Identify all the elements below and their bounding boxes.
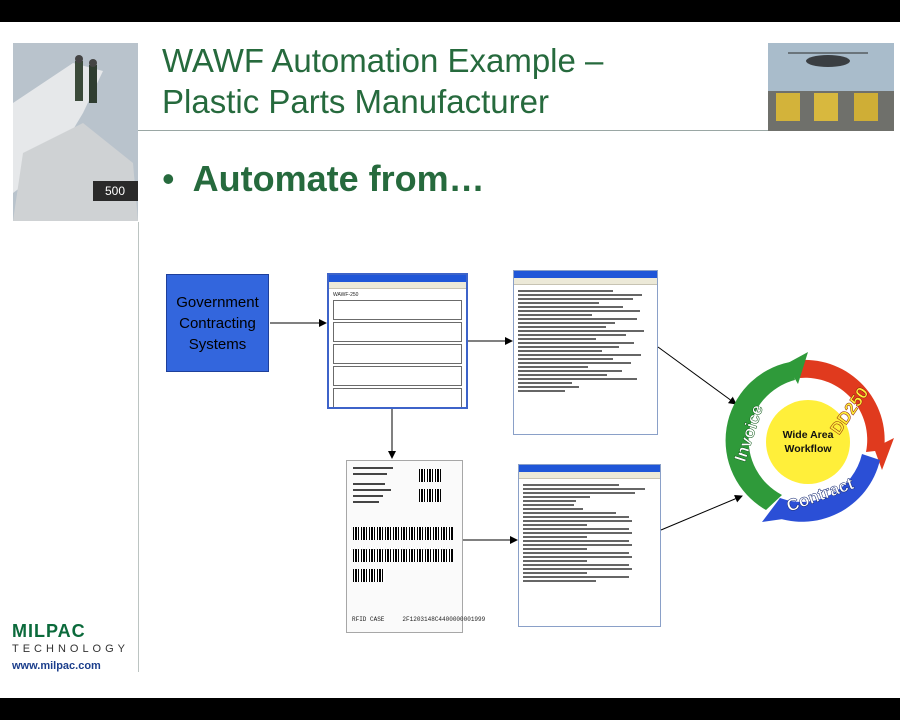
barcode-1 xyxy=(353,527,453,540)
bullet-point: • Automate from… xyxy=(162,158,485,200)
bottom-letterbox-bar xyxy=(0,698,900,720)
barcode-3 xyxy=(353,569,385,582)
edi-notepad-thumbnail-2 xyxy=(518,464,661,627)
cycle-center-line-2: Workflow xyxy=(784,443,832,455)
form-title: WAWF-250 xyxy=(333,292,359,298)
shipping-label-thumbnail xyxy=(346,460,463,633)
barcode-2 xyxy=(353,549,453,562)
aircraft-carrier-photo: 500 xyxy=(13,43,138,221)
barcode-small-1 xyxy=(419,469,441,482)
slide-title: WAWF Automation Example – Plastic Parts … xyxy=(162,40,762,122)
rfid-caption: RFID CASE xyxy=(352,616,385,623)
arrow-notepad2-to-cycle xyxy=(660,495,743,531)
left-divider xyxy=(138,222,139,672)
helicopter-forklift-photo xyxy=(768,43,894,131)
invoice-arc xyxy=(725,362,795,510)
top-letterbox-bar xyxy=(0,0,900,22)
arrow-notepad1-to-cycle xyxy=(657,346,737,405)
edi-notepad-thumbnail-1 xyxy=(513,270,658,435)
cycle-center-line-1: Wide Area xyxy=(783,429,834,441)
logo-tagline: TECHNOLOGY xyxy=(12,643,130,655)
bullet-text: Automate from… xyxy=(192,158,485,199)
bullet-icon: • xyxy=(162,158,175,199)
title-divider xyxy=(138,130,768,131)
logo-brand: MILPAC xyxy=(12,621,86,641)
rfid-case-text: RFID CASE 2F1203148C4400000001999 xyxy=(352,616,485,623)
barcode-small-2 xyxy=(419,489,441,502)
title-line-2: Plastic Parts Manufacturer xyxy=(162,83,549,120)
svg-text:500: 500 xyxy=(105,184,125,198)
website-url: www.milpac.com xyxy=(12,660,101,672)
title-line-1: WAWF Automation Example – xyxy=(162,42,604,79)
milpac-logo: MILPAC TECHNOLOGY www.milpac.com xyxy=(12,621,132,672)
wawf-cycle-graphic: Wide Area Workflow DD250 Contract Invoic… xyxy=(725,352,894,522)
wawf-form-thumbnail: WAWF-250 xyxy=(327,273,468,409)
contract-arc xyxy=(770,454,880,522)
government-contracting-systems-box: Government Contracting Systems xyxy=(166,274,269,372)
rfid-value: 2F1203148C4400000001999 xyxy=(402,616,486,623)
dd250-arc xyxy=(800,359,885,452)
source-box-label: Government Contracting Systems xyxy=(176,293,259,353)
